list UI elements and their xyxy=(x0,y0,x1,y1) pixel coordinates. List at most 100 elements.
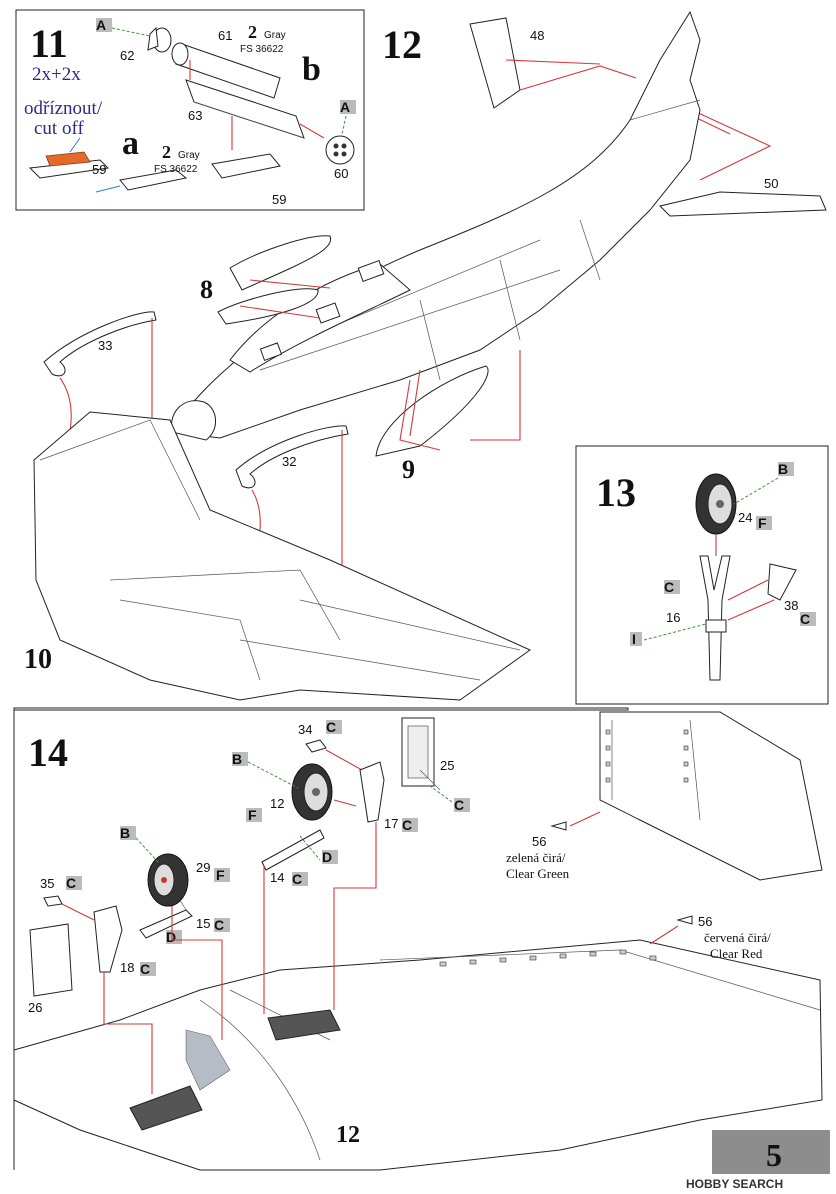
step-13-number: 13 xyxy=(596,470,636,515)
svg-text:C: C xyxy=(664,579,674,595)
svg-text:B: B xyxy=(232,751,242,767)
step-11-panel: 11 2x+2x odříznout/ cut off 59 a 2 Gray … xyxy=(15,9,365,211)
part-63-half-tube xyxy=(185,79,305,139)
part-25-label: 25 xyxy=(440,758,454,773)
tag-c-34: C xyxy=(326,719,342,735)
tag-f-29: F xyxy=(214,867,230,883)
tag-c-35: C xyxy=(66,875,82,891)
svg-text:F: F xyxy=(248,807,257,823)
part-38-bracket xyxy=(767,563,797,601)
page-number: 5 xyxy=(766,1137,782,1173)
paint-callout-a: 2 Gray FS 36622 xyxy=(154,142,200,175)
step-14-area: 14 56 zelená čirá/ Clear Green 25 xyxy=(13,707,823,1171)
svg-text:C: C xyxy=(140,961,150,977)
tag-c-38: C xyxy=(800,611,816,627)
step-10-number: 10 xyxy=(24,644,52,675)
part-24-wheel xyxy=(695,473,737,535)
part-59-strip-a xyxy=(119,169,188,191)
step-8-number: 8 xyxy=(200,275,213,304)
step-10-wing: 10 33 32 xyxy=(24,311,531,701)
part-26-label: 26 xyxy=(28,1000,42,1015)
tag-b-29: B xyxy=(120,825,136,841)
svg-text:C: C xyxy=(214,917,224,933)
part-15-strut xyxy=(139,909,193,939)
part-18-label: 18 xyxy=(120,960,134,975)
part-34-link xyxy=(305,739,327,753)
part-62-label: 62 xyxy=(120,48,134,63)
part-24-label: 24 xyxy=(738,510,752,525)
tag-f-12: F xyxy=(246,807,262,823)
part-56-red-light xyxy=(676,915,693,925)
part-48-label: 48 xyxy=(530,28,544,43)
part-35-link xyxy=(43,895,63,907)
part-15-label: 15 xyxy=(196,916,210,931)
svg-text:2: 2 xyxy=(248,22,257,42)
tag-c-18: C xyxy=(140,961,156,977)
tag-c-15: C xyxy=(214,917,230,933)
part-35-label: 35 xyxy=(40,876,54,891)
tag-c-16: C xyxy=(664,579,680,595)
part-17-strut xyxy=(359,761,385,823)
part-26-door xyxy=(29,923,73,997)
part-17-label: 17 xyxy=(384,816,398,831)
part-56-label-green: 56 xyxy=(532,834,546,849)
part-59-cut-piece xyxy=(28,151,110,179)
svg-text:C: C xyxy=(66,875,76,891)
svg-text:D: D xyxy=(166,929,176,945)
part-50-stabilizer xyxy=(659,191,827,217)
part-38-label: 38 xyxy=(784,598,798,613)
part-50-label: 50 xyxy=(764,176,778,191)
wheel-well-left xyxy=(129,1085,203,1131)
part-60-disc xyxy=(325,135,355,165)
cut-off-arrow xyxy=(69,137,81,153)
part-16-label: 16 xyxy=(666,610,680,625)
part-62-nozzle xyxy=(147,26,172,53)
step-12-fuselage: 12 48 50 8 9 xyxy=(170,10,827,484)
svg-text:F: F xyxy=(758,515,767,531)
watermark-brand: HOBBY SEARCH xyxy=(686,1177,783,1191)
part-56-green-light xyxy=(550,821,567,831)
cut-off-note-en: cut off xyxy=(34,118,84,139)
sub-step-a: a xyxy=(122,125,139,162)
svg-text:FS 36622: FS 36622 xyxy=(154,164,198,175)
page-footer: 5 HOBBY SEARCH xyxy=(686,1130,830,1191)
part-61-label: 61 xyxy=(218,28,232,43)
tag-c-17: C xyxy=(402,817,418,833)
svg-text:I: I xyxy=(632,631,636,647)
part-56-label-red: 56 xyxy=(698,914,712,929)
tag-a-60: A xyxy=(340,99,356,115)
quantity-note: 2x+2x xyxy=(32,64,81,85)
svg-text:F: F xyxy=(216,867,225,883)
tag-i-13: I xyxy=(630,631,642,647)
part-29-wheel xyxy=(147,853,189,907)
svg-text:Gray: Gray xyxy=(178,150,200,161)
part-59-label-a: 59 xyxy=(92,162,106,177)
step-12-number: 12 xyxy=(382,22,422,67)
paint-callout-b: 2 Gray FS 36622 xyxy=(240,22,286,55)
rivet-row-lower xyxy=(439,949,657,967)
svg-text:2: 2 xyxy=(162,142,171,162)
wing-body xyxy=(33,411,531,701)
gray-cutout xyxy=(185,1029,231,1091)
svg-text:FS 36622: FS 36622 xyxy=(240,44,284,55)
step-13-panel: 13 B 24 F C 16 38 xyxy=(575,445,829,705)
part-61-tube xyxy=(171,42,281,99)
tag-d-14: D xyxy=(322,849,338,865)
clear-red-en: Clear Red xyxy=(710,946,763,961)
step-11-number: 11 xyxy=(30,21,68,66)
part-33-fence xyxy=(43,311,157,377)
tag-c-25: C xyxy=(454,797,470,813)
part-14-label: 14 xyxy=(270,870,284,885)
part-34-label: 34 xyxy=(298,722,312,737)
part-48-fin xyxy=(469,17,521,109)
svg-text:A: A xyxy=(340,99,350,115)
page-number-box xyxy=(712,1130,830,1174)
lower-wing xyxy=(13,939,823,1171)
svg-text:C: C xyxy=(800,611,810,627)
svg-text:B: B xyxy=(120,825,130,841)
part-60-label: 60 xyxy=(334,166,348,181)
step-13-border xyxy=(575,445,829,705)
svg-text:C: C xyxy=(402,817,412,833)
part-33-label: 33 xyxy=(98,338,112,353)
